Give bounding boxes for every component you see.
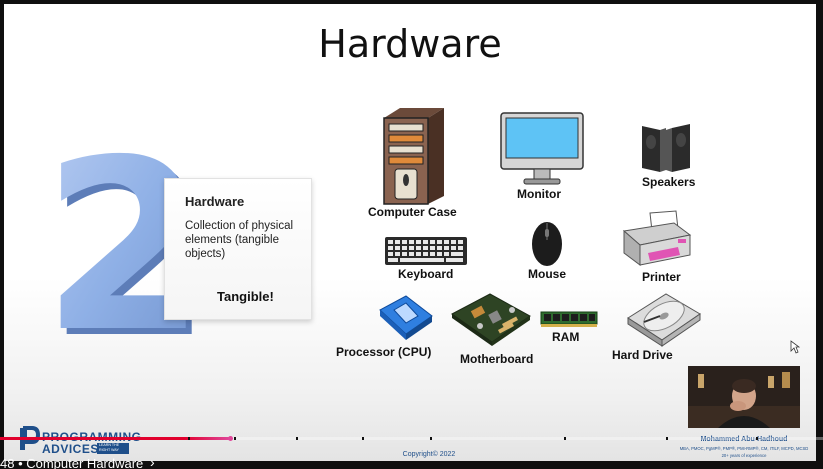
item-label-hard-drive: Hard Drive	[612, 348, 673, 362]
chapter-marker	[296, 437, 298, 440]
item-label-monitor: Monitor	[517, 187, 561, 201]
mouse-icon	[532, 222, 562, 266]
presenter-name: Mohammed Abu-Hadhoud	[700, 436, 788, 443]
chapter-marker	[666, 437, 668, 440]
presenter-credentials: MBA, PMOC, PgMP®, PMP®, PMI-RMP®, CM, IT…	[679, 446, 809, 451]
item-label-ram: RAM	[552, 330, 580, 344]
chapter-title-button[interactable]: 48 • Computer Hardware	[0, 456, 144, 469]
processor-icon	[379, 295, 433, 340]
computer-case-icon	[383, 108, 444, 205]
progress-scrubber[interactable]	[228, 436, 233, 441]
chapter-marker	[362, 437, 364, 440]
presenter-image	[688, 366, 800, 428]
card-title: Hardware	[185, 194, 245, 209]
presenter-experience: 20+ years of experience	[721, 453, 767, 458]
item-label-mouse: Mouse	[528, 267, 567, 281]
item-label-keyboard: Keyboard	[398, 267, 454, 281]
logo-tagline: LEARN THE RIGHT WAY	[97, 443, 129, 454]
chevron-right-icon[interactable]: ›	[150, 454, 155, 469]
hard-drive-icon	[627, 293, 701, 347]
printer-icon	[622, 210, 692, 266]
slide-title: Hardware	[318, 22, 502, 66]
chapter-marker	[564, 437, 566, 440]
copyright-text: Copyright© 2022	[402, 451, 456, 458]
chapter-marker	[430, 437, 432, 440]
motherboard-icon	[451, 293, 531, 346]
definition-card: Hardware Collection of physical elements…	[164, 178, 312, 320]
item-label-speakers: Speakers	[642, 175, 696, 189]
chapter-marker	[234, 437, 236, 440]
slide: Hardware 2 2 Hardware Collection of phys…	[4, 4, 816, 461]
chapter-marker	[756, 437, 758, 440]
card-description: Collection of physical elements (tangibl…	[185, 220, 294, 260]
item-label-printer: Printer	[642, 270, 681, 284]
progress-played	[0, 437, 230, 440]
speakers-icon	[642, 124, 690, 172]
monitor-icon	[500, 112, 584, 185]
item-label-motherboard: Motherboard	[460, 352, 534, 366]
progress-bar[interactable]	[0, 436, 823, 441]
mouse-cursor-icon	[790, 340, 800, 354]
item-label-computer-case: Computer Case	[368, 205, 457, 219]
keyboard-icon	[385, 237, 467, 265]
item-label-processor: Processor (CPU)	[336, 345, 432, 359]
ram-icon	[540, 311, 598, 327]
logo-text-line2: ADVICES	[42, 442, 99, 456]
presenter-webcam	[688, 366, 800, 428]
card-note: Tangible!	[217, 289, 274, 304]
chapter-marker	[188, 437, 190, 440]
